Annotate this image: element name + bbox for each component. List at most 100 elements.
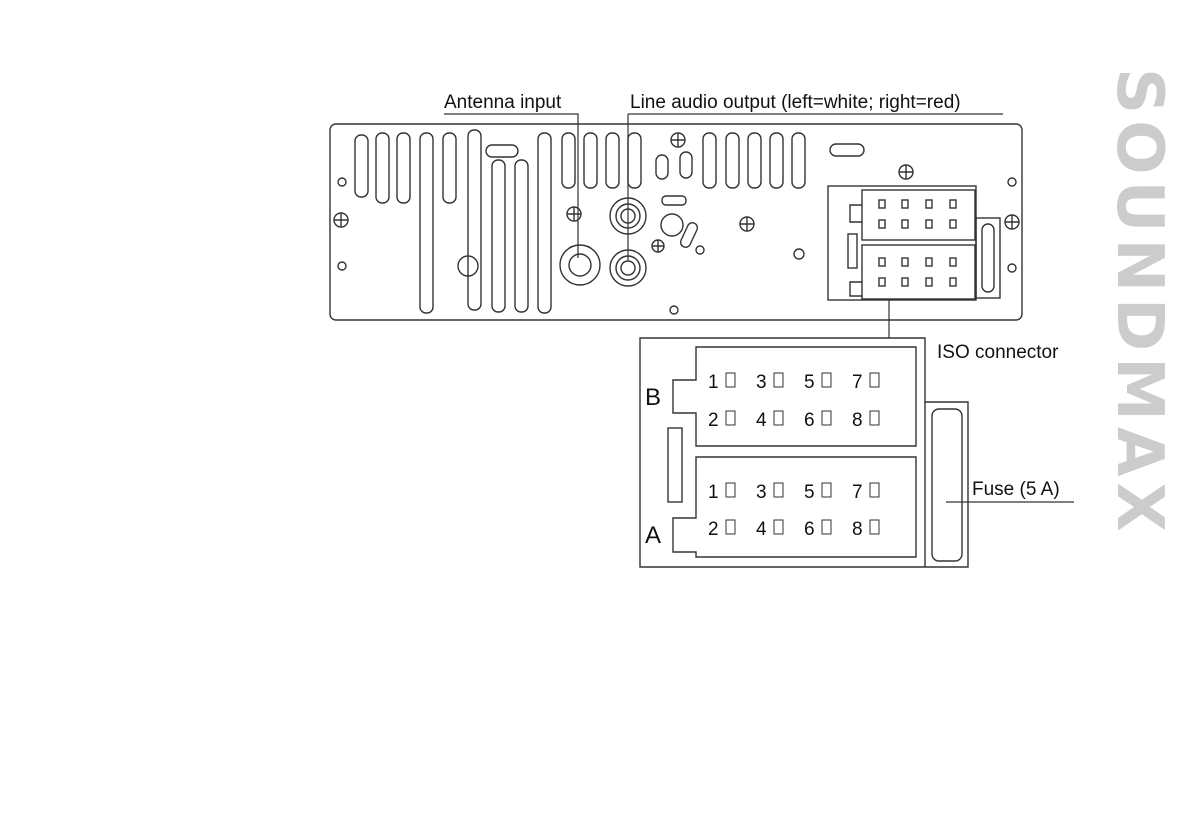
mount-hole (793, 248, 805, 260)
block-b-pins: 1 3 5 7 2 4 6 8 (708, 372, 880, 431)
vent-slot (419, 132, 434, 314)
pin-box (725, 482, 736, 498)
pin-box (821, 410, 832, 426)
pin-box (725, 519, 736, 535)
block-a-label: A (645, 522, 661, 549)
oval-slot (661, 195, 687, 206)
screw-icon (333, 212, 349, 228)
mount-hole (1007, 263, 1017, 273)
pin-box (869, 519, 880, 535)
pin-label: 2 (708, 519, 719, 540)
pin-label: 5 (804, 372, 815, 393)
panel-iso-latch (847, 233, 858, 269)
panel-outline (329, 123, 1023, 321)
pin-label: 4 (756, 519, 767, 540)
vent-slot (791, 132, 806, 189)
vent-slot (467, 129, 482, 311)
fuse-outline (931, 408, 963, 562)
pin-label: 1 (708, 372, 719, 393)
pin-box (869, 410, 880, 426)
vent-slot (583, 132, 598, 189)
rear-panel (329, 123, 1023, 321)
vent-slot (561, 132, 576, 189)
pin-label: 1 (708, 482, 719, 503)
pin-label: 8 (852, 519, 863, 540)
pin-box (773, 410, 784, 426)
pin-box (821, 482, 832, 498)
iso-latch (667, 427, 683, 503)
pin-label: 8 (852, 410, 863, 431)
pin-box (773, 372, 784, 388)
pin-label: 7 (852, 482, 863, 503)
oval-slot (485, 144, 519, 158)
fuse-label: Fuse (5 A) (972, 479, 1060, 500)
pin-box (773, 482, 784, 498)
pin-label: 6 (804, 410, 815, 431)
line-out-callout (627, 113, 1003, 260)
antenna-input-label: Antenna input (444, 92, 562, 113)
pin-label: 7 (852, 372, 863, 393)
screw-icon (1004, 214, 1020, 230)
vent-slot (725, 132, 740, 189)
vent-slot (442, 132, 457, 204)
mount-hole (669, 305, 679, 315)
vent-slot (396, 132, 411, 204)
small-slot (655, 154, 669, 180)
tilted-slot (679, 222, 699, 248)
screw-icon (566, 206, 582, 222)
pin-label: 3 (756, 372, 767, 393)
panel-iso-pins (878, 199, 957, 287)
antenna-jack-inner (568, 253, 592, 277)
mount-hole (1007, 177, 1017, 187)
screw-icon (651, 239, 665, 253)
screw-icon (670, 132, 686, 148)
brand-logo: SOUNDMAX (1102, 68, 1176, 538)
block-a-pins: 1 3 5 7 2 4 6 8 (708, 482, 880, 540)
rca-jack-right-pin (620, 260, 636, 276)
pin-label: 4 (756, 410, 767, 431)
pin-box (821, 519, 832, 535)
vent-slot (491, 159, 506, 313)
block-b-outline (672, 346, 917, 447)
round-hole (457, 255, 479, 277)
block-a-outline (672, 456, 917, 558)
iso-outline (639, 337, 969, 568)
screw-icon (898, 164, 914, 180)
pin-label: 6 (804, 519, 815, 540)
mount-hole (337, 261, 347, 271)
pin-label: 2 (708, 410, 719, 431)
vent-slot (747, 132, 762, 189)
iso-connector-label: ISO connector (937, 342, 1059, 363)
vent-slot (605, 132, 620, 189)
antenna-callout (444, 113, 579, 258)
pin-box (869, 372, 880, 388)
panel-iso-block-b (861, 189, 976, 241)
vent-slot (354, 134, 369, 198)
pin-box (869, 482, 880, 498)
vent-slot (375, 132, 390, 204)
small-slot (679, 151, 693, 179)
panel-iso-notch (849, 281, 862, 297)
vent-slot (537, 132, 552, 314)
vent-slot (627, 132, 642, 189)
panel-fuse-holder (975, 217, 1001, 299)
round-hole (660, 213, 684, 237)
panel-fuse (981, 223, 995, 293)
pin-label: 5 (804, 482, 815, 503)
pin-box (725, 372, 736, 388)
pin-label: 3 (756, 482, 767, 503)
antenna-jack-outer (559, 244, 601, 286)
pin-box (773, 519, 784, 535)
panel-iso-block-a (861, 244, 976, 300)
line-audio-output-label: Line audio output (left=white; right=red… (630, 92, 961, 113)
iso-connector-large (639, 337, 969, 568)
oval-slot (829, 143, 865, 157)
mount-hole (337, 177, 347, 187)
pin-box (821, 372, 832, 388)
pin-box (725, 410, 736, 426)
mount-hole (695, 245, 705, 255)
vent-slot (769, 132, 784, 189)
panel-iso-notch (849, 204, 862, 223)
screw-icon (739, 216, 755, 232)
